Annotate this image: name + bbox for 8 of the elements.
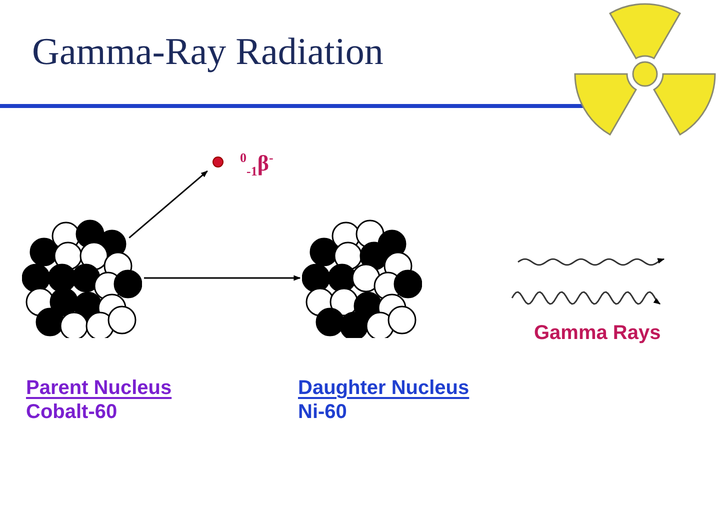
- arrow: [128, 170, 208, 238]
- nucleus-heading: Parent Nucleus: [26, 376, 172, 400]
- isotope-name: Cobalt-60: [26, 400, 118, 424]
- isotope-name: Ni-60: [298, 400, 348, 424]
- arrow: [144, 275, 301, 281]
- gamma-rays-label: Gamma Rays: [534, 322, 661, 345]
- title: Gamma-Ray Radiation: [32, 30, 384, 74]
- nucleus-heading: Daughter Nucleus: [298, 376, 470, 400]
